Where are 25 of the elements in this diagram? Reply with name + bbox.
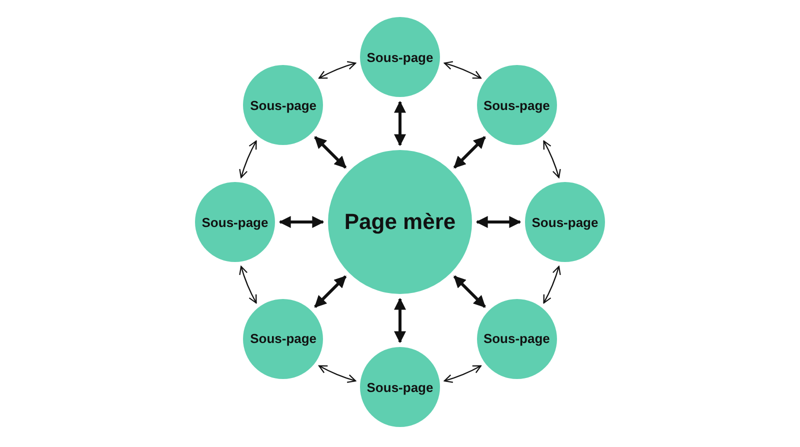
arrow — [543, 140, 561, 178]
arrow — [239, 266, 257, 304]
arrow — [453, 136, 486, 169]
arrow — [239, 140, 257, 178]
node-label: Sous-page — [366, 50, 434, 64]
node-label: Sous-page — [250, 98, 317, 113]
node-label: Sous-page — [250, 331, 317, 346]
node-label: Sous-page — [202, 214, 268, 230]
node-label: Sous-page — [483, 331, 550, 346]
arrow — [444, 365, 482, 383]
arrow — [394, 100, 406, 146]
arrow — [314, 136, 347, 169]
node-label: Sous-page — [366, 380, 434, 394]
arrow — [318, 365, 356, 383]
node-label: Sous-page — [532, 214, 598, 230]
arrow — [278, 216, 324, 228]
arrow — [476, 216, 522, 228]
arrow — [318, 61, 356, 79]
arrow — [543, 266, 561, 304]
arrow — [444, 61, 482, 79]
node-label: Sous-page — [483, 98, 550, 113]
arrow — [453, 275, 486, 308]
arrow — [394, 298, 406, 344]
arrow — [314, 275, 347, 308]
node-label: Page mère — [344, 209, 456, 235]
